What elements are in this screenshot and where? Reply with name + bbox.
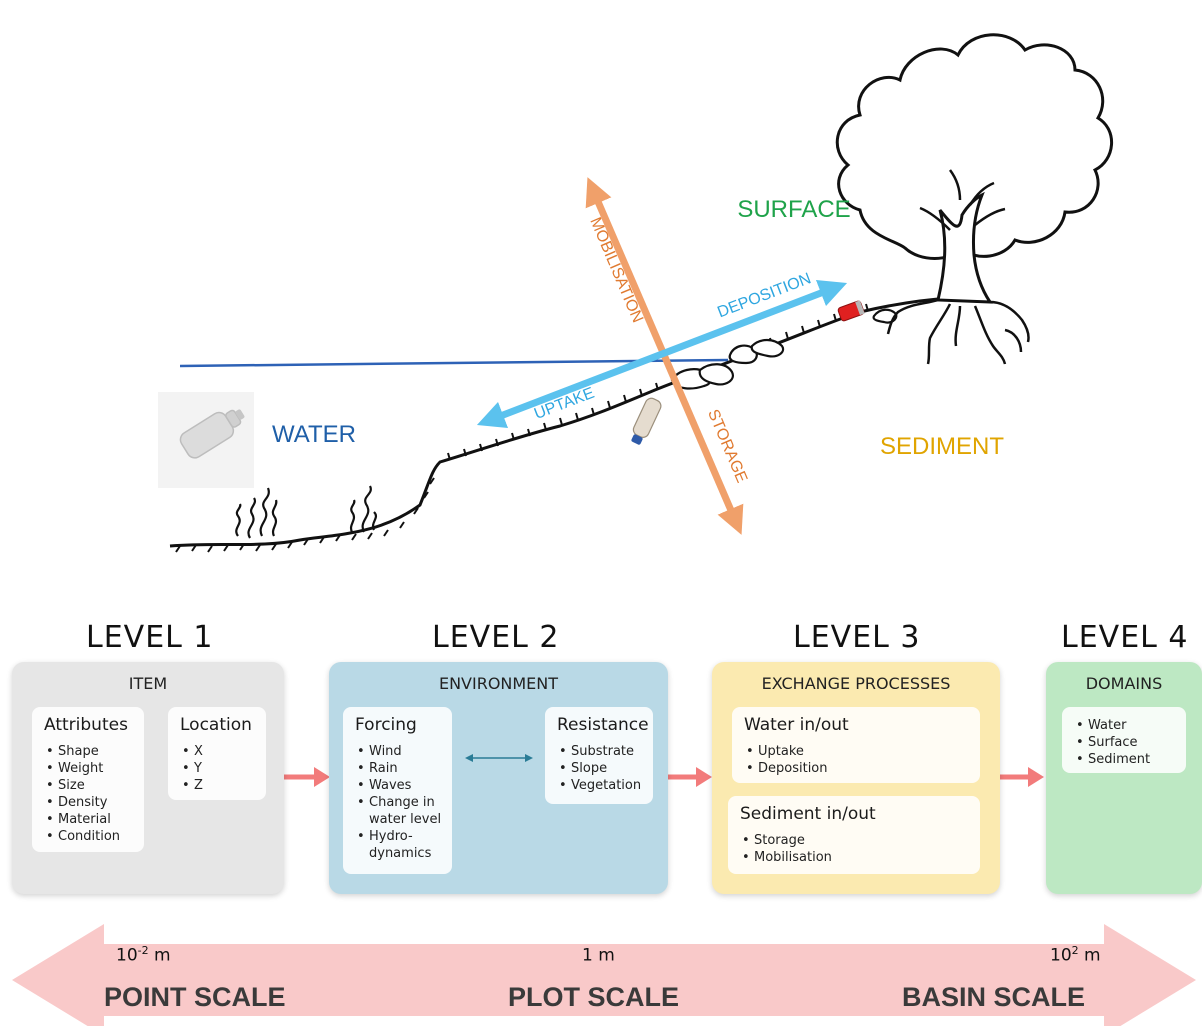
list-item: X xyxy=(182,743,203,760)
scale-tick-point: 10-2 m xyxy=(116,944,171,966)
forcing-panel: Forcing Wind Rain Waves Change in water … xyxy=(343,707,452,874)
attributes-list: Shape Weight Size Density Material Condi… xyxy=(46,743,120,845)
level-4-card: DOMAINS Water Surface Sediment xyxy=(1046,662,1202,894)
list-item: Sediment xyxy=(1076,751,1150,768)
sediment-in-out-heading: Sediment in/out xyxy=(740,804,876,824)
level-4-card-title: DOMAINS xyxy=(1085,674,1163,693)
list-item: Water xyxy=(1076,717,1150,734)
list-item: Vegetation xyxy=(559,777,641,794)
mobilisation-label: MOBILISATION xyxy=(586,215,646,325)
storage-label: STORAGE xyxy=(704,407,750,485)
list-item: Mobilisation xyxy=(742,849,832,866)
list-item: Slope xyxy=(559,760,641,777)
list-item: Uptake xyxy=(746,743,828,760)
level-1-title: LEVEL 1 xyxy=(86,620,214,655)
level-1-card: ITEM Attributes Shape Weight Size Densit… xyxy=(12,662,284,894)
list-item: Material xyxy=(46,811,120,828)
water-label: WATER xyxy=(272,421,356,448)
sediment-label: SEDIMENT xyxy=(880,433,1004,460)
list-item: Surface xyxy=(1076,734,1150,751)
uptake-deposition-arrow xyxy=(476,279,848,429)
connector-arrow-2-3-head xyxy=(696,767,712,787)
sediment-in-out-panel: Sediment in/out Storage Mobilisation xyxy=(728,796,980,874)
resistance-panel: Resistance Substrate Slope Vegetation xyxy=(545,707,653,804)
location-list: X Y Z xyxy=(182,743,203,794)
list-item: Size xyxy=(46,777,120,794)
list-item: Deposition xyxy=(746,760,828,777)
buried-bottle-icon xyxy=(631,397,662,445)
scale-tick-plot: 1 m xyxy=(582,945,615,966)
list-item: Z xyxy=(182,777,203,794)
water-in-out-list: Uptake Deposition xyxy=(746,743,828,777)
list-item: Condition xyxy=(46,828,120,845)
list-item: Y xyxy=(182,760,203,777)
point-scale-label: POINT SCALE xyxy=(104,982,286,1012)
list-item: Change in water level xyxy=(357,794,449,828)
list-item: Rain xyxy=(357,760,449,777)
list-item: Density xyxy=(46,794,120,811)
tree-icon xyxy=(835,33,1114,365)
rocks-icon xyxy=(670,308,898,390)
level-3-card: EXCHANGE PROCESSES Water in/out Uptake D… xyxy=(712,662,1000,894)
location-heading: Location xyxy=(180,715,252,735)
bottle-icon xyxy=(158,392,254,488)
attributes-panel: Attributes Shape Weight Size Density Mat… xyxy=(32,707,144,852)
level-2-title: LEVEL 2 xyxy=(432,620,560,655)
water-in-out-panel: Water in/out Uptake Deposition xyxy=(732,707,980,783)
list-item: Weight xyxy=(46,760,120,777)
plot-scale-label: PLOT SCALE xyxy=(508,982,680,1012)
list-item: Hydro- dynamics xyxy=(357,828,449,862)
level-2-card-title: ENVIRONMENT xyxy=(438,674,559,693)
attributes-heading: Attributes xyxy=(44,715,128,735)
basin-scale-label: BASIN SCALE xyxy=(902,982,1086,1012)
location-panel: Location X Y Z xyxy=(168,707,266,800)
level-1-card-title: ITEM xyxy=(128,674,168,693)
sediment-in-out-list: Storage Mobilisation xyxy=(742,832,832,866)
list-item: Shape xyxy=(46,743,120,760)
list-item: Storage xyxy=(742,832,832,849)
forcing-heading: Forcing xyxy=(355,715,417,735)
level-2-card: ENVIRONMENT Forcing Wind Rain Waves Chan… xyxy=(329,662,668,894)
water-in-out-heading: Water in/out xyxy=(744,715,849,735)
level-4-title: LEVEL 4 xyxy=(1061,620,1189,655)
level-connectors xyxy=(284,767,1044,787)
connector-arrow-3-4-head xyxy=(1028,767,1044,787)
forcing-resistance-arrow xyxy=(465,754,533,762)
list-item: Substrate xyxy=(559,743,641,760)
seaweed-icon xyxy=(235,485,378,539)
resistance-list: Substrate Slope Vegetation xyxy=(559,743,641,794)
surface-label: SURFACE xyxy=(737,196,850,223)
list-item: Waves xyxy=(357,777,449,794)
level-3-card-title: EXCHANGE PROCESSES xyxy=(761,674,951,693)
scale-tick-basin: 102 m xyxy=(1050,944,1101,966)
connector-arrow-1-2-head xyxy=(314,767,330,787)
domains-panel: Water Surface Sediment xyxy=(1062,707,1186,773)
can-icon xyxy=(837,300,865,322)
list-item: Wind xyxy=(357,743,449,760)
scale-arrow xyxy=(12,924,1196,1026)
resistance-heading: Resistance xyxy=(557,715,649,735)
level-3-title: LEVEL 3 xyxy=(793,620,921,655)
forcing-list: Wind Rain Waves Change in water level Hy… xyxy=(357,743,449,862)
domains-list: Water Surface Sediment xyxy=(1076,717,1150,768)
